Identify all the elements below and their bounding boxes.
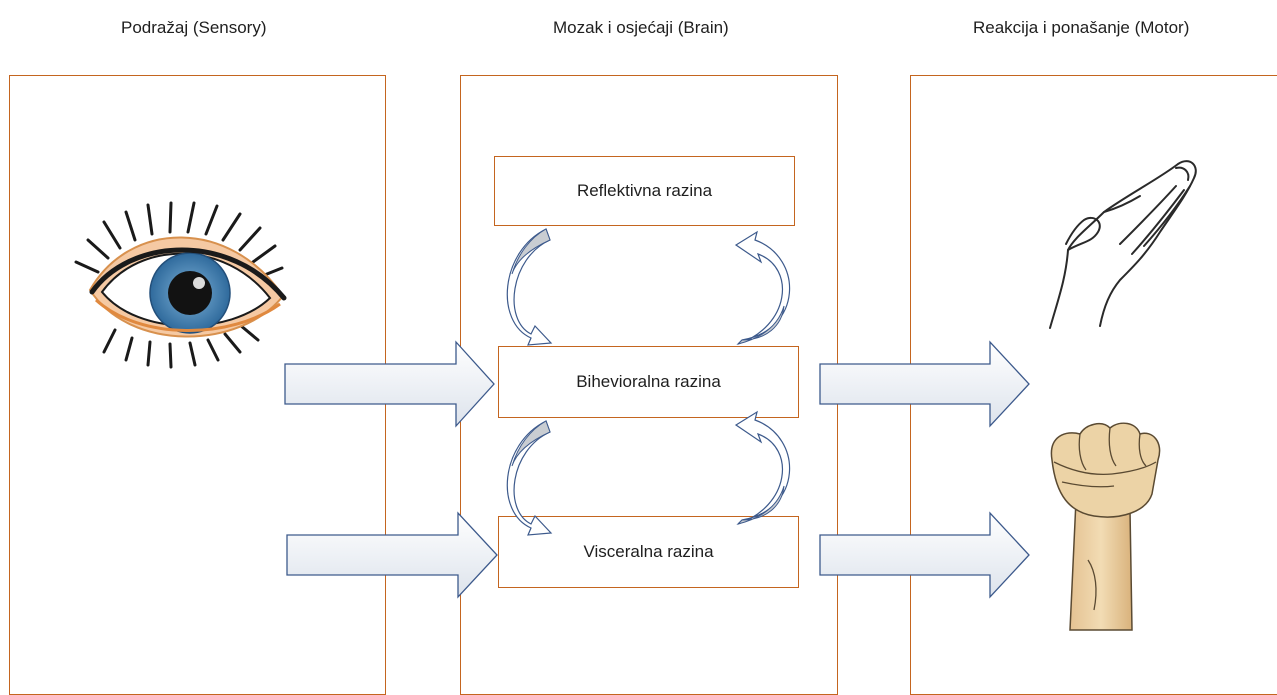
curved-arrow-behavioral-to-visceral bbox=[506, 420, 553, 536]
fist-icon bbox=[1050, 422, 1161, 631]
curved-arrow-reflective-to-behavioral bbox=[506, 228, 553, 346]
open-hand-icon bbox=[1049, 160, 1197, 329]
curved-arrow-visceral-to-behavioral bbox=[734, 410, 790, 525]
arrow-sensory-to-behavioral bbox=[284, 340, 495, 428]
column-title-sensory: Podražaj (Sensory) bbox=[121, 18, 267, 37]
curved-arrow-behavioral-to-reflective bbox=[734, 230, 790, 345]
column-title-motor: Reakcija i ponašanje (Motor) bbox=[973, 18, 1190, 37]
arrow-visceral-to-motor bbox=[819, 511, 1030, 599]
visceral-level-box: Visceralna razina bbox=[498, 516, 799, 588]
arrow-sensory-to-visceral bbox=[286, 511, 498, 599]
arrow-behavioral-to-motor bbox=[819, 340, 1030, 428]
behavioral-level-box: Bihevioralna razina bbox=[498, 346, 799, 418]
diagram-graphics bbox=[74, 160, 1197, 631]
column-title-brain: Mozak i osjećaji (Brain) bbox=[553, 18, 729, 37]
eye-icon bbox=[74, 201, 287, 369]
reflective-level-box: Reflektivna razina bbox=[494, 156, 795, 226]
